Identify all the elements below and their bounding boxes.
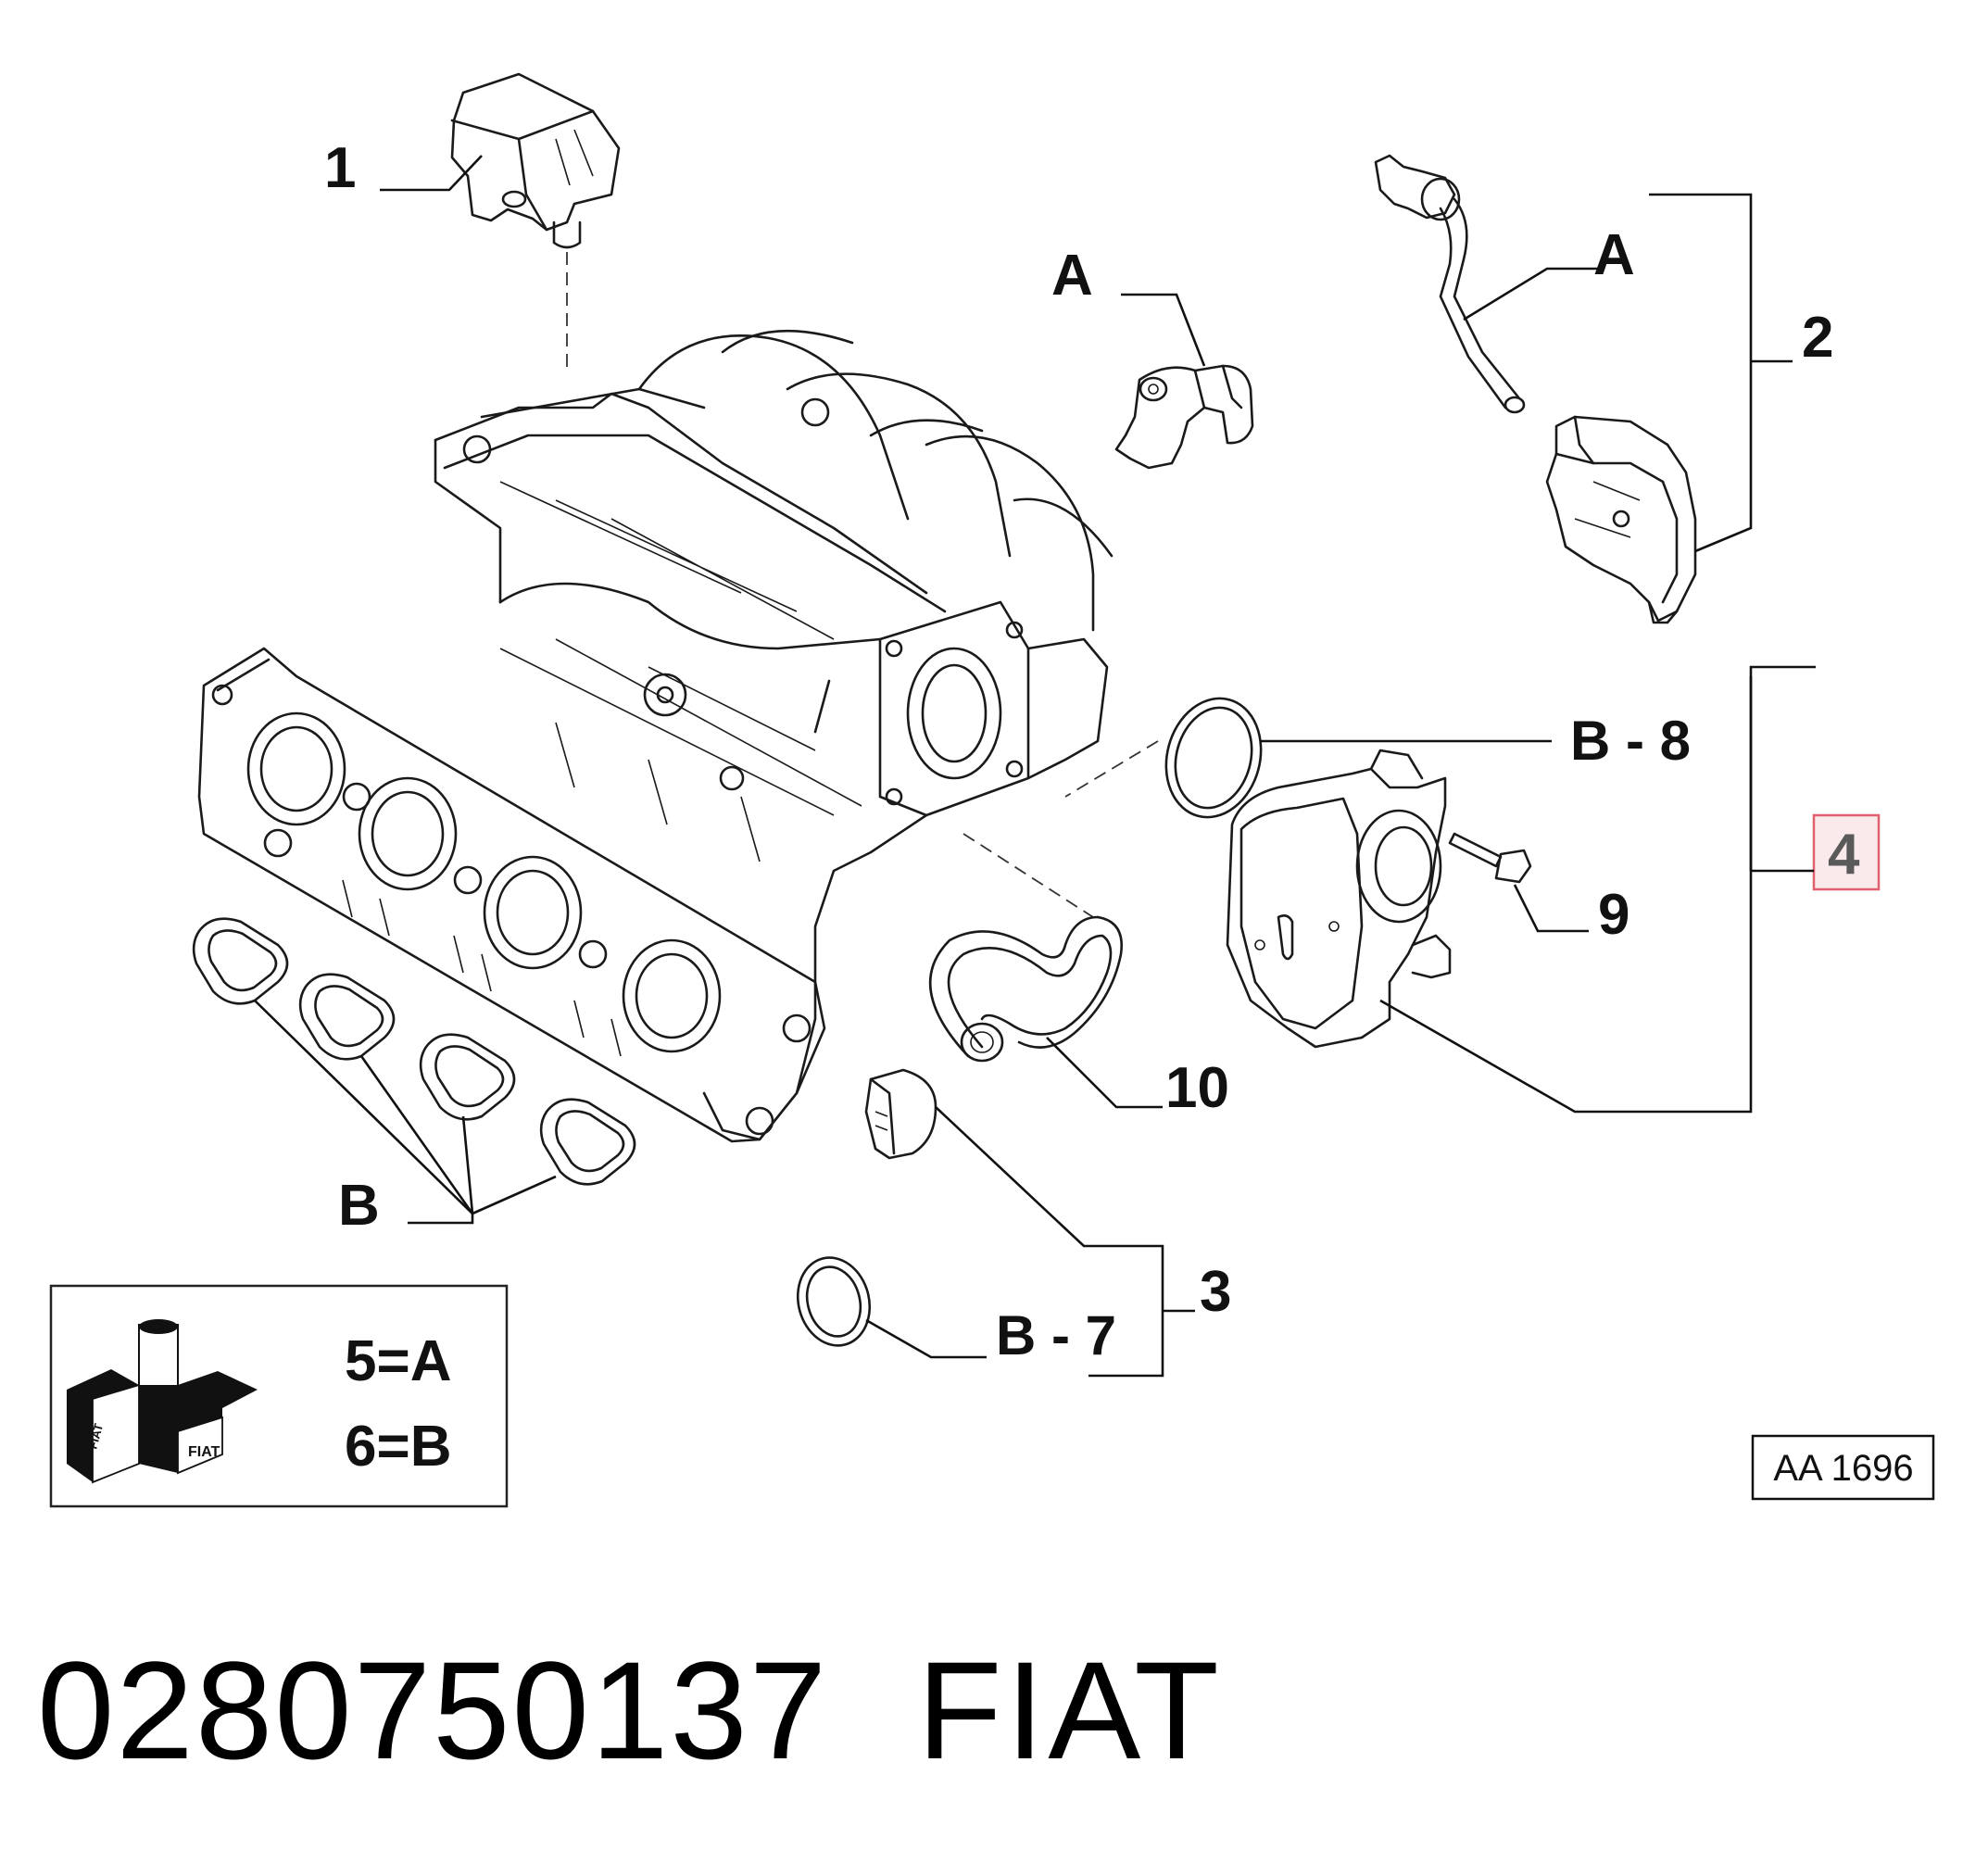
legend-line-5A: 5=A: [345, 1329, 451, 1393]
callout-3: 3: [1200, 1260, 1231, 1324]
exploded-parts-diagram: 1: [49, 72, 1935, 1508]
intake-manifold: [197, 329, 1114, 1143]
hose-part-10: [928, 915, 1124, 1063]
o-ring-B-7: [796, 1256, 872, 1347]
callout-2: 2: [1802, 306, 1833, 370]
bracket-2: [1649, 193, 1753, 553]
svg-text:FIAT: FIAT: [85, 1422, 106, 1451]
callout-B-8: B - 8: [1570, 710, 1691, 772]
callout-B-bottom: B: [338, 1174, 380, 1238]
callout-1: 1: [324, 136, 356, 200]
throttle-body: [1226, 749, 1452, 1049]
manifold-gaskets-B: [192, 917, 636, 1186]
leader-9: [1513, 884, 1589, 933]
highlight-box-4: [1812, 813, 1881, 891]
svg-text:FIAT: FIAT: [188, 1444, 220, 1460]
leader-A-right: [1463, 267, 1598, 321]
callout-4: 4: [1828, 823, 1860, 887]
callout-A-left: A: [1051, 244, 1093, 308]
throttle-dash-line: [1064, 740, 1159, 798]
leader-10: [1046, 1037, 1163, 1109]
reference-code: AA 1696: [1773, 1448, 1913, 1489]
brand-name: FIAT: [917, 1632, 1223, 1788]
fiat-parts-logo: FIAT FIAT: [67, 1319, 258, 1484]
callout-A-right: A: [1593, 223, 1635, 287]
callout-9: 9: [1598, 883, 1629, 947]
callout-10: 10: [1165, 1056, 1229, 1120]
o-ring-B-8: [1164, 697, 1263, 819]
bracket-4: [1379, 665, 1816, 1114]
leader-1: [380, 155, 483, 192]
legend-box: FIAT FIAT 5=A 6=B: [49, 1284, 509, 1508]
legend-line-6B: 6=B: [345, 1415, 451, 1479]
seal-cap-part-3: [864, 1068, 937, 1160]
leader-B-7: [865, 1318, 987, 1359]
manifold-ports: [211, 684, 812, 1136]
hose-dash-line: [963, 833, 1094, 918]
callout-B-7: B - 7: [996, 1304, 1116, 1366]
leader-B-bottom: [408, 1214, 474, 1225]
bracket-3: [935, 1106, 1164, 1378]
reference-code-box: AA 1696: [1751, 1434, 1935, 1501]
valve-assembly-part-2: [1374, 154, 1697, 624]
clip-part-A: [1114, 364, 1254, 470]
map-sensor-part-1: [450, 72, 621, 249]
bolt-part-9: [1448, 832, 1532, 884]
part-number: 0280750137: [37, 1632, 829, 1788]
leader-A-left: [1121, 293, 1206, 367]
